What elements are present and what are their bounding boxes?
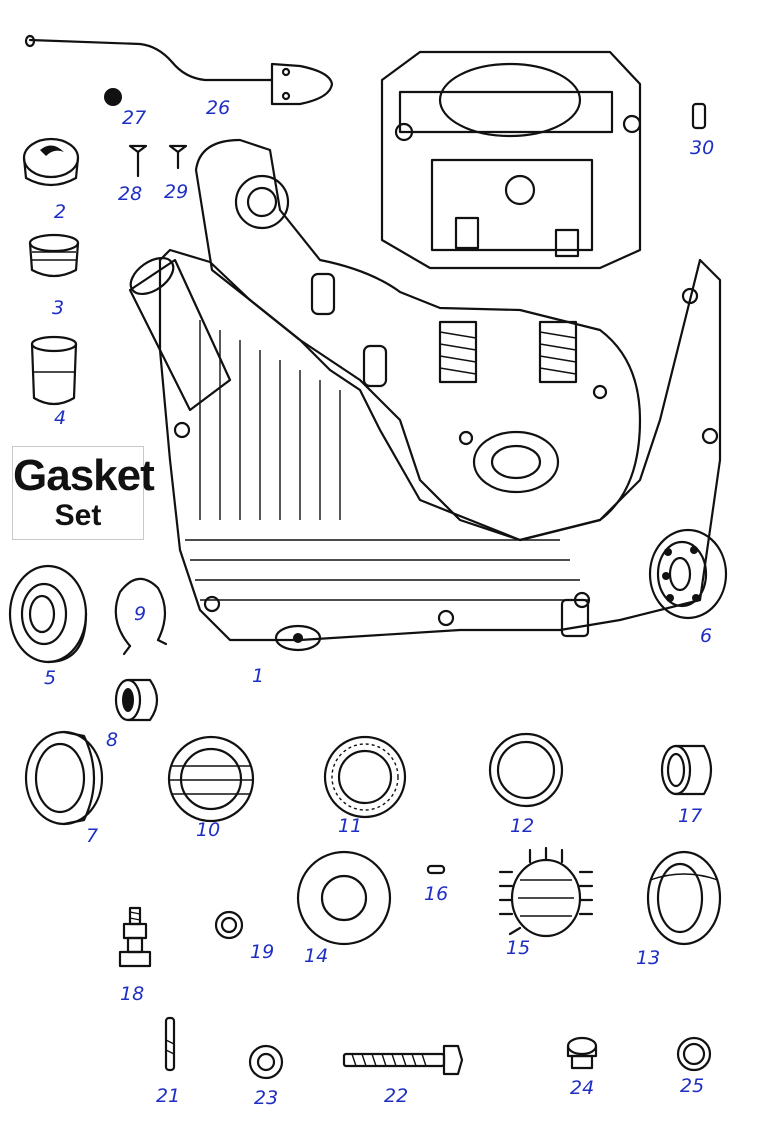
part-18-banjo-bolt: [118, 906, 152, 968]
part-21-pin: [164, 1016, 176, 1072]
part-25-washer: [676, 1036, 712, 1072]
label-22: 22: [384, 1085, 408, 1107]
part-23-washer: [248, 1044, 284, 1080]
part-2-cap: [22, 137, 80, 187]
label-13: 13: [636, 947, 660, 969]
part-6-ball-bearing: [648, 528, 728, 620]
part-17-bush: [660, 744, 713, 796]
part-12-thrust-washer: [488, 732, 564, 808]
label-15: 15: [506, 937, 530, 959]
part-10-thrust-washer: [167, 735, 255, 823]
part-9-circlip: [114, 577, 168, 656]
label-19: 19: [250, 941, 274, 963]
valve-spring-left: [438, 320, 478, 384]
part-8-bush: [114, 678, 159, 722]
part-7-outer-race: [24, 730, 104, 826]
label-9: 9: [134, 603, 146, 625]
part-28-screw: [128, 144, 148, 178]
label-17: 17: [678, 805, 702, 827]
label-1: 1: [252, 665, 264, 687]
label-28: 28: [118, 183, 142, 205]
label-29: 29: [164, 181, 188, 203]
part-24-drain-plug: [566, 1036, 598, 1070]
label-3: 3: [52, 297, 64, 319]
label-18: 18: [120, 983, 144, 1005]
part-5-ball-bearing: [8, 564, 88, 664]
part-30-dowel: [691, 102, 707, 130]
gasket-set-label: Gasket Set: [12, 446, 155, 540]
part-14-spacer-washer: [296, 850, 392, 946]
label-27: 27: [122, 107, 146, 129]
label-11: 11: [338, 815, 362, 837]
part-16-pin: [426, 864, 446, 875]
gasket-set-line1: Gasket: [13, 451, 155, 500]
label-21: 21: [156, 1085, 180, 1107]
part-27-plug: [104, 88, 122, 106]
label-16: 16: [424, 883, 448, 905]
label-23: 23: [254, 1087, 278, 1109]
label-10: 10: [196, 819, 220, 841]
label-2: 2: [54, 201, 66, 223]
label-24: 24: [570, 1077, 594, 1099]
label-14: 14: [304, 945, 328, 967]
part-4-bush: [30, 335, 78, 406]
label-30: 30: [690, 137, 714, 159]
label-5: 5: [44, 667, 56, 689]
label-25: 25: [680, 1075, 704, 1097]
part-22-bolt: [342, 1044, 464, 1076]
part-1-crankcase: [128, 50, 722, 652]
part-29-screw: [168, 144, 188, 170]
part-19-washer: [214, 910, 244, 940]
label-7: 7: [86, 825, 98, 847]
label-26: 26: [206, 97, 230, 119]
label-4: 4: [54, 407, 66, 429]
part-11-fibre-washer: [323, 735, 407, 819]
label-8: 8: [106, 729, 118, 751]
label-6: 6: [700, 625, 712, 647]
label-12: 12: [510, 815, 534, 837]
part-15-pinion-gear: [498, 846, 594, 938]
gasket-set-line2: Set: [54, 499, 102, 532]
part-26-oil-pipe: [24, 34, 334, 106]
part-13-outer-race: [646, 850, 722, 946]
valve-spring-right: [538, 320, 578, 384]
part-3-threaded-bush: [28, 233, 80, 278]
